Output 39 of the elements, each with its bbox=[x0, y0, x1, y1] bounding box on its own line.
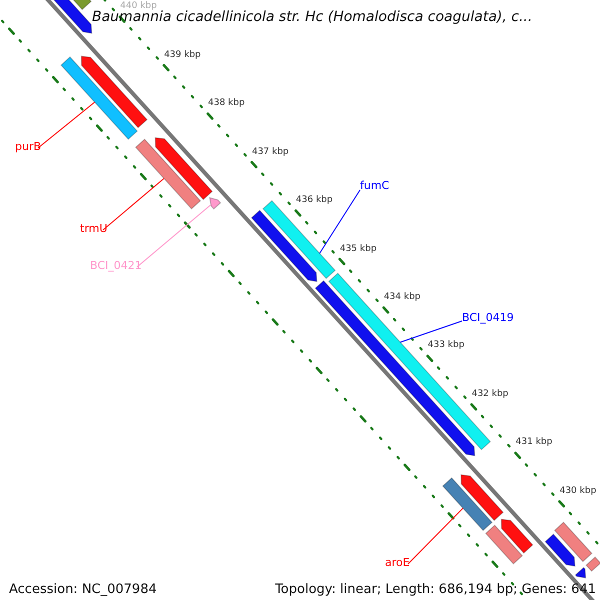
gene-feature bbox=[554, 522, 592, 562]
accession-text: Accession: NC_007984 bbox=[9, 583, 157, 598]
gene-feature bbox=[460, 474, 504, 522]
leader-line bbox=[408, 508, 464, 564]
gene-feature bbox=[209, 197, 222, 210]
gene-feature bbox=[60, 56, 138, 140]
gene-feature bbox=[80, 56, 148, 128]
gene-feature bbox=[442, 477, 493, 532]
scale-label: 434 kbp bbox=[384, 292, 420, 303]
leader-line bbox=[38, 102, 96, 148]
scale-label: 433 kbp bbox=[428, 341, 464, 352]
gene-label: aroE bbox=[385, 557, 410, 570]
leader-line bbox=[319, 190, 360, 254]
scale-label: 432 kbp bbox=[472, 390, 508, 400]
leader-line bbox=[400, 320, 462, 343]
gene-label: trmU bbox=[80, 223, 108, 236]
gene-feature bbox=[135, 138, 202, 210]
scale-label: 438 kbp bbox=[208, 99, 245, 109]
scale-label: 439 kbp bbox=[164, 50, 201, 61]
scale-label: 440 kbp bbox=[120, 2, 157, 12]
gene-feature bbox=[250, 210, 318, 282]
gene-label: BCI_0421 bbox=[90, 260, 142, 272]
title: Baumannia cicadellinicola str. Hc (Homalodisca coagulata), c... bbox=[92, 10, 532, 26]
gene-feature bbox=[586, 556, 600, 572]
gene-label: BCI_0419 bbox=[462, 312, 514, 324]
scale-label: 437 kbp bbox=[252, 148, 289, 158]
leader-line bbox=[102, 178, 164, 230]
gene-feature bbox=[544, 534, 576, 567]
gene-feature bbox=[574, 566, 586, 578]
gene-feature bbox=[154, 137, 213, 200]
scale-label: 430 kbp bbox=[560, 486, 596, 497]
scale-label: 436 kbp bbox=[296, 196, 333, 206]
leader-line bbox=[136, 204, 211, 268]
gene-feature bbox=[500, 518, 534, 554]
gene-label: fumC bbox=[360, 180, 390, 192]
gene-feature bbox=[485, 524, 523, 564]
scale-label: 431 kbp bbox=[516, 438, 552, 448]
scale-label: 435 kbp bbox=[340, 244, 377, 254]
gene-label: purB bbox=[15, 141, 42, 154]
